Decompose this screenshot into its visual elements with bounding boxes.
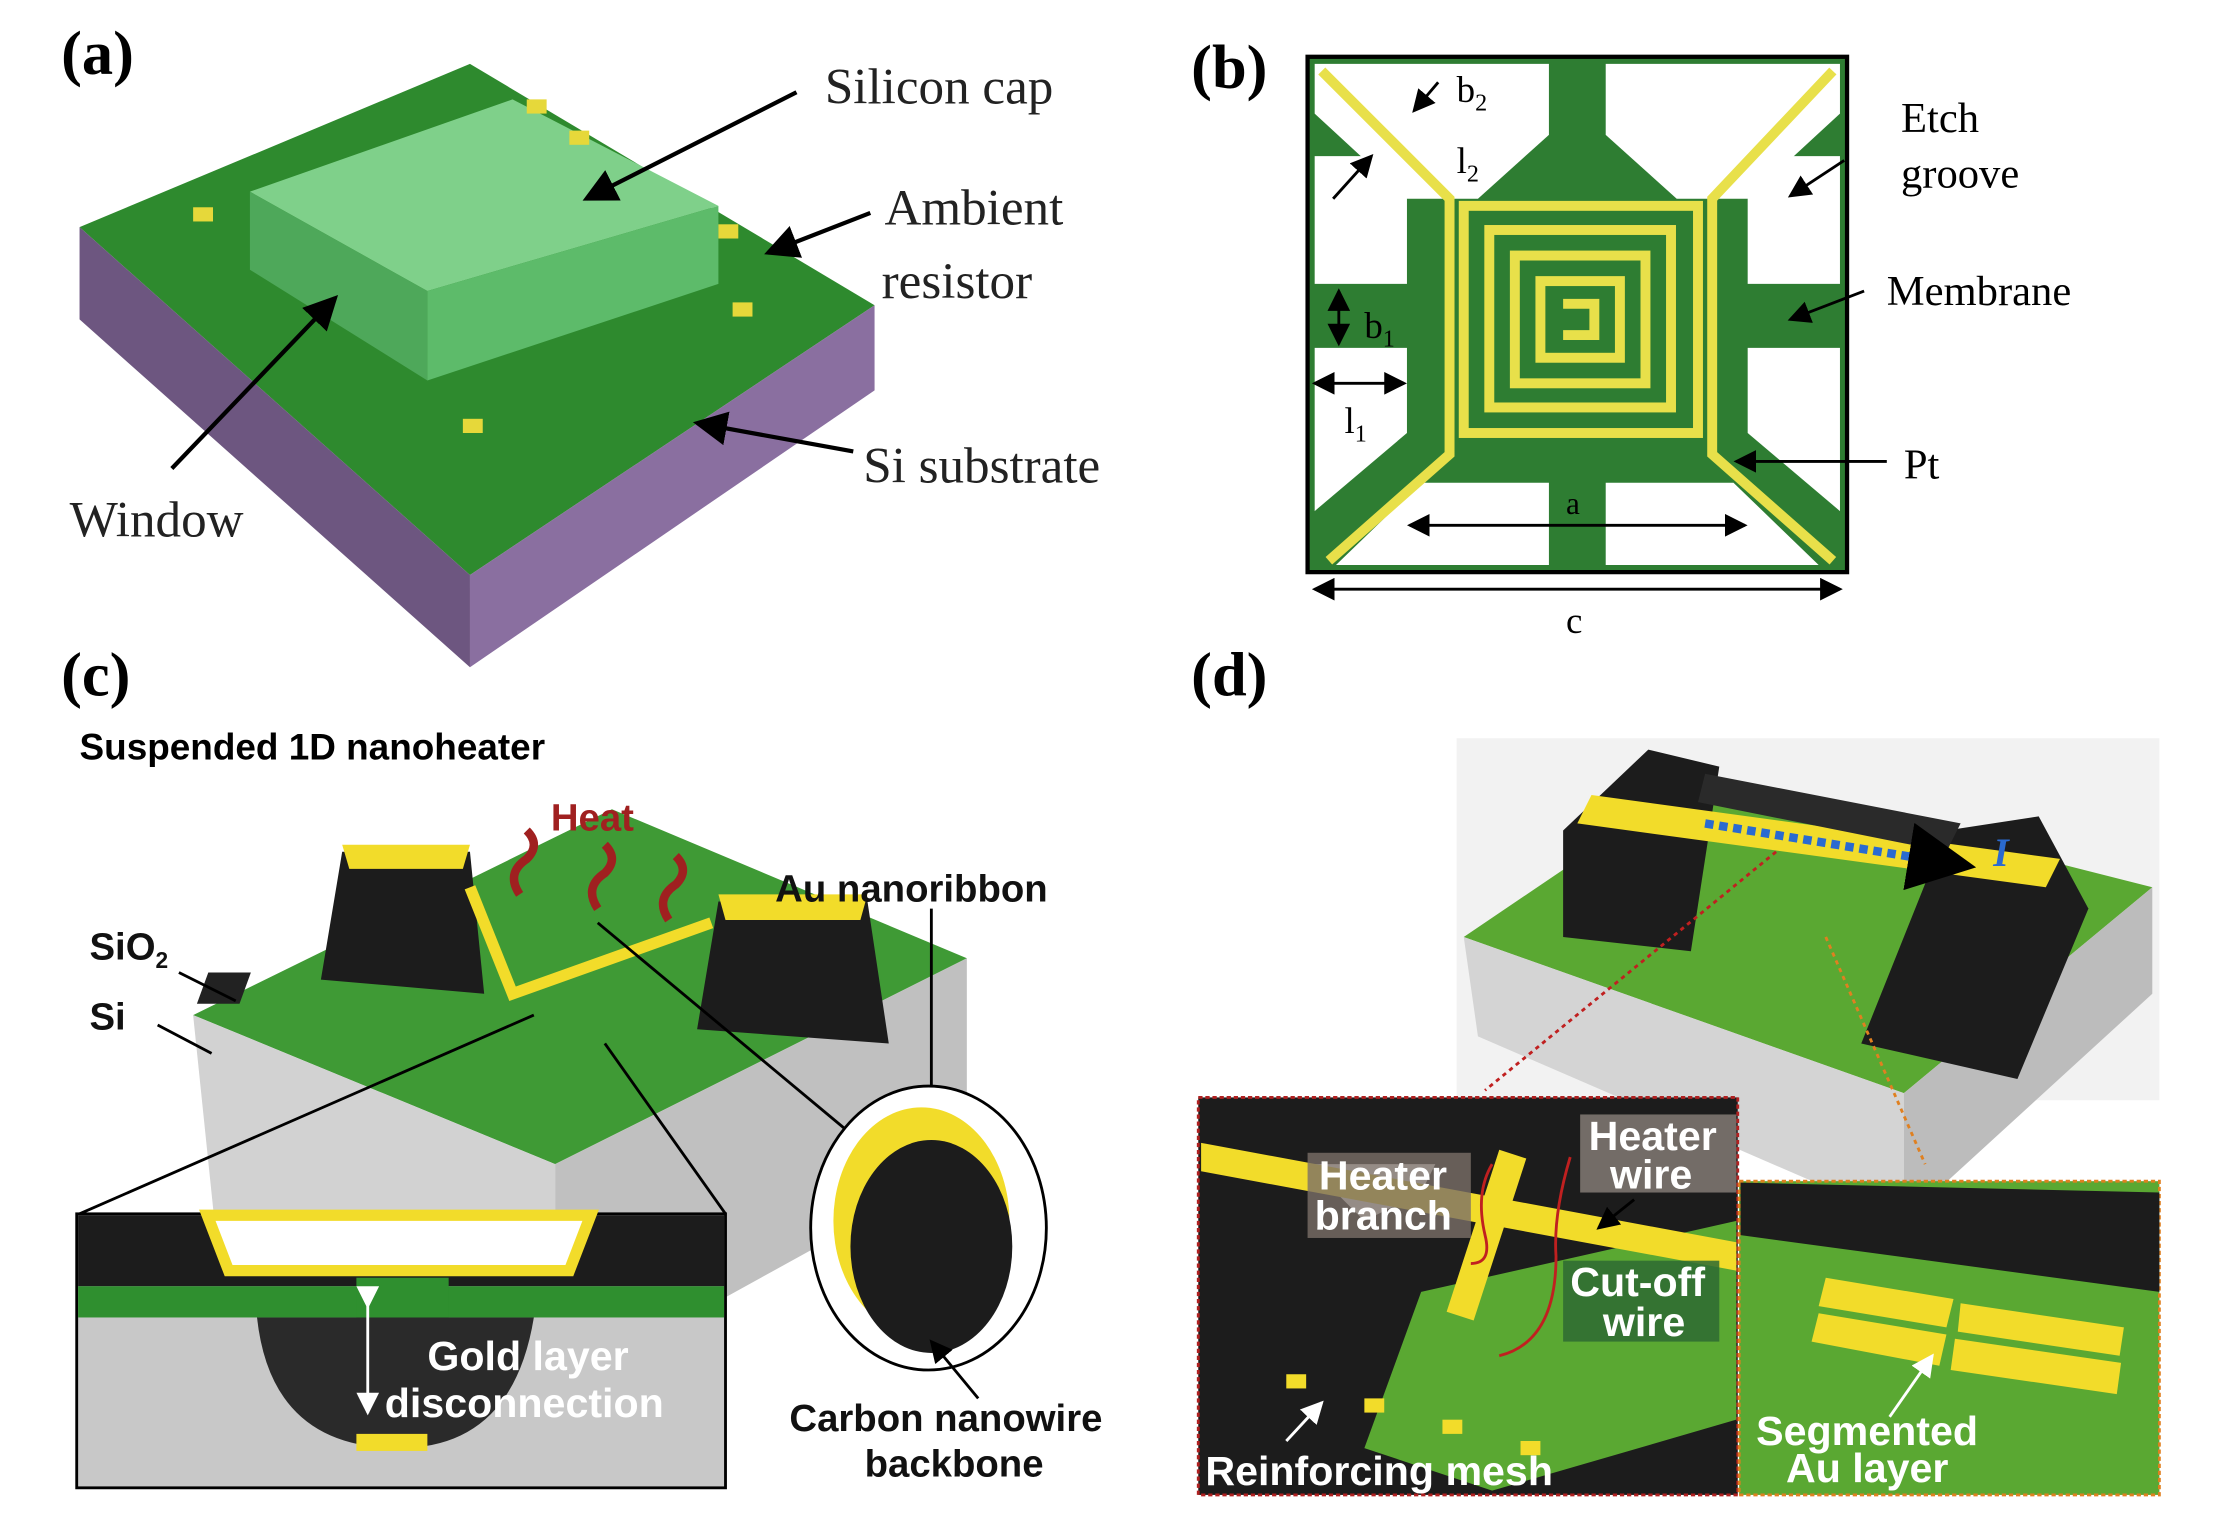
label-sio2: SiO2 (89, 926, 168, 974)
panel-b-label: (b) (1191, 32, 1267, 102)
label-a: a (1566, 486, 1580, 521)
label-membrane: Membrane (1887, 268, 2071, 315)
panel-a: (a) Silicon cap Ambient resistor Si subs… (61, 18, 1100, 668)
panel-b: (b) b2 l2 b1 (1191, 32, 2071, 641)
label-segmented-2: Au layer (1786, 1445, 1948, 1491)
pt-spiral (1318, 67, 1837, 565)
heat-arrows-icon (509, 827, 688, 923)
label-heat: Heat (551, 797, 634, 840)
label-current: I (1992, 831, 2010, 875)
label-carbon-1: Carbon nanowire (789, 1397, 1102, 1440)
segmented-inset: Segmented Au layer (1737, 1179, 2161, 1497)
heater-inset: Heater branch Heater wire Cut-off wire R… (1196, 1095, 1740, 1497)
label-heater-wire-2: wire (1609, 1151, 1692, 1197)
panel-c-label: (c) (61, 640, 130, 710)
reinforcing-mesh (1286, 1374, 1541, 1456)
label-heater-branch-2: branch (1315, 1192, 1452, 1238)
label-l1: l1 (1344, 400, 1366, 448)
label-etch-1: Etch (1901, 95, 1979, 142)
silicon-cap (249, 99, 719, 292)
panel-d-label: (d) (1191, 640, 1267, 710)
label-segmented-1: Segmented (1756, 1408, 1978, 1454)
label-l2: l2 (1457, 140, 1479, 188)
panel-c-title: Suspended 1D nanoheater (80, 727, 546, 768)
label-au-nanoribbon: Au nanoribbon (775, 867, 1048, 910)
label-pt: Pt (1904, 441, 1940, 488)
label-gold-layer-1: Gold layer (427, 1333, 628, 1379)
panel-c: (c) Suspended 1D nanoheater Heat Au nano… (61, 640, 1102, 1490)
label-heater-branch-1: Heater (1319, 1153, 1447, 1199)
label-ambient-2: resistor (882, 253, 1032, 310)
label-c: c (1566, 600, 1582, 641)
chip-3d (79, 63, 875, 668)
label-carbon-2: backbone (865, 1442, 1044, 1485)
panel-a-label: (a) (61, 18, 134, 88)
label-ambient-1: Ambient (885, 179, 1064, 236)
label-cutoff-1: Cut-off (1570, 1259, 1705, 1305)
label-b1: b1 (1364, 305, 1395, 353)
label-si: Si (89, 995, 125, 1038)
label-silicon-cap: Silicon cap (825, 59, 1053, 116)
label-mesh: Reinforcing mesh (1205, 1448, 1553, 1494)
panel-d: (d) I Heater branch Heater wire (1191, 640, 2161, 1497)
label-etch-2: groove (1901, 150, 2019, 197)
label-window: Window (70, 492, 244, 549)
label-cutoff-2: wire (1602, 1299, 1685, 1345)
cross-section-inset: Gold layer disconnection (75, 1209, 727, 1490)
label-b2: b2 (1457, 69, 1488, 117)
nanowire-inset (809, 1084, 1048, 1372)
label-heater-wire-1: Heater (1589, 1113, 1717, 1159)
label-gold-layer-2: disconnection (385, 1380, 664, 1426)
label-si-substrate: Si substrate (863, 438, 1100, 495)
